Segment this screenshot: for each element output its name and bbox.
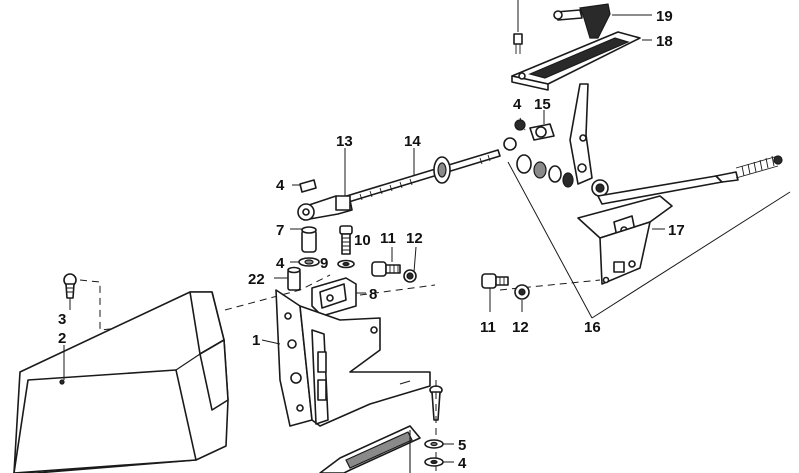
callout-7: 7 [276, 222, 284, 239]
part-15-shift-lever [529, 83, 593, 185]
part-10-screw [339, 225, 353, 255]
callout-14: 14 [404, 133, 421, 150]
callout-10: 10 [354, 232, 371, 249]
part-19-knob [553, 3, 652, 39]
part-8-bracket [311, 277, 366, 317]
callout-8: 8 [369, 286, 377, 303]
callout-labels: 19 18 4 15 13 14 4 17 7 10 11 12 4 9 22 … [58, 8, 685, 472]
washer-4-bottom [424, 457, 454, 467]
callout-3: 3 [58, 311, 66, 328]
callout-13: 13 [336, 133, 353, 150]
callout-15: 15 [534, 96, 551, 113]
callout-12: 12 [406, 230, 423, 247]
part-3-screw [63, 273, 77, 310]
washer-9 [337, 259, 355, 269]
washer-5 [424, 439, 454, 449]
callout-16: 16 [584, 319, 601, 336]
part-12-washer-right [514, 284, 530, 312]
callout-5: 5 [458, 437, 466, 454]
screw-top [513, 0, 523, 54]
callout-17: 17 [668, 222, 685, 239]
callout-4: 4 [276, 255, 285, 272]
callout-12: 12 [512, 319, 529, 336]
callout-18: 18 [656, 33, 673, 50]
washer-stack [503, 119, 609, 197]
part-22-pin [274, 266, 301, 291]
part-2-housing [13, 291, 229, 473]
part-13-clevis [297, 148, 353, 221]
callout-9: 9 [320, 255, 328, 272]
callout-11: 11 [480, 319, 496, 336]
callout-11: 11 [380, 230, 396, 247]
part-17-bracket [577, 195, 673, 285]
callout-1: 1 [252, 332, 260, 349]
callout-4: 4 [276, 177, 285, 194]
callout-4: 4 [458, 455, 467, 472]
part-12-washer [403, 246, 417, 283]
part-7-bushing [290, 226, 317, 253]
callout-4: 4 [513, 96, 522, 113]
callout-2: 2 [58, 330, 66, 347]
callout-22: 22 [248, 271, 265, 288]
part-11-bolt [371, 247, 401, 277]
part-16-link-rod [507, 155, 791, 319]
part-11-bolt-right [481, 273, 509, 312]
callout-19: 19 [656, 8, 673, 25]
part-18-gate-plate [511, 31, 652, 91]
part-14-shift-rod [339, 148, 501, 205]
clip-4-upper [292, 179, 317, 193]
part-1-main-bracket [261, 289, 431, 427]
washer-4-mid [290, 257, 320, 267]
